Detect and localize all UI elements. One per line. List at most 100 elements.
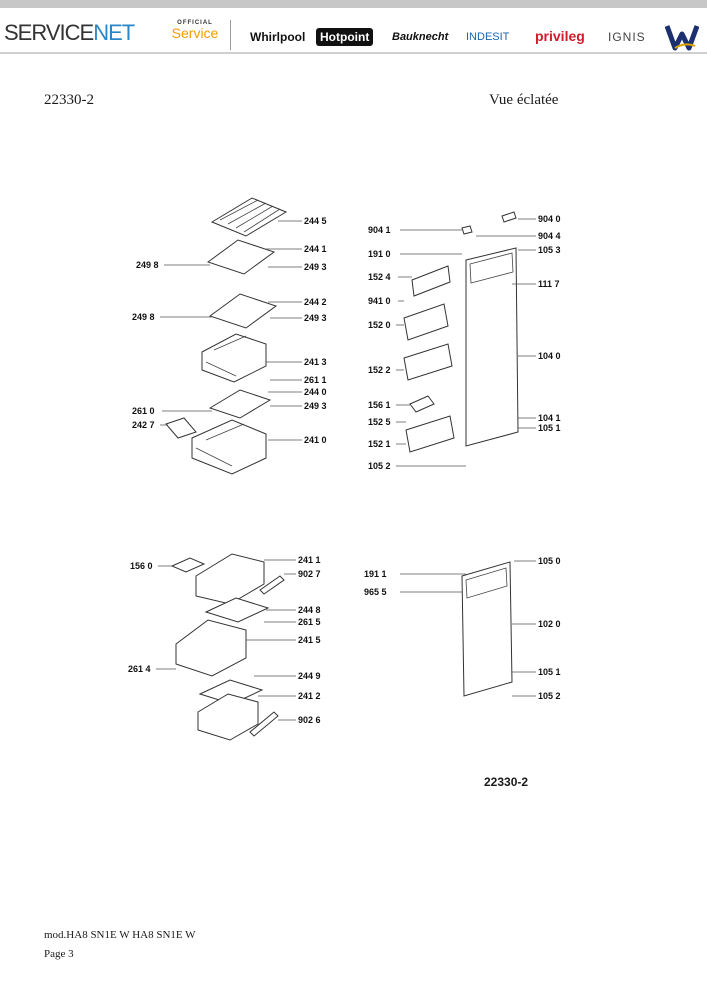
part-label: 156 1 <box>368 400 391 410</box>
part-label: 152 1 <box>368 439 391 449</box>
flap-part <box>165 417 197 439</box>
part-label: 191 0 <box>368 249 391 259</box>
door-gasket-detail <box>469 252 514 284</box>
servicenet-logo-service: SERVICE <box>4 20 94 45</box>
door-balcony-part <box>403 343 453 381</box>
part-label: 244 9 <box>298 671 321 681</box>
part-label: 249 8 <box>136 260 159 270</box>
large-drawer-detail <box>195 423 245 467</box>
brand-whirlpool-logo: Whirlpool <box>250 30 306 44</box>
fridge-door-group: 904 0 904 1 904 4 191 0 105 3 152 4 111 … <box>368 211 561 471</box>
part-label: 105 1 <box>538 667 561 677</box>
part-label: 904 4 <box>538 231 561 241</box>
part-label: 261 1 <box>304 375 327 385</box>
part-label: 241 3 <box>304 357 327 367</box>
part-label: 241 2 <box>298 691 321 701</box>
brand-bauknecht-logo: Bauknecht <box>392 31 449 43</box>
part-label: 244 8 <box>298 605 321 615</box>
part-label: 249 3 <box>304 262 327 272</box>
drawer-part <box>201 333 267 383</box>
part-label: 241 0 <box>304 435 327 445</box>
part-label: 904 1 <box>368 225 391 235</box>
bottle-rack-part <box>210 197 288 237</box>
part-label: 941 0 <box>368 296 391 306</box>
shelves-drawers-group: 244 5 244 1 249 8 249 3 244 2 249 8 249 … <box>132 197 327 475</box>
brand-divider <box>230 20 231 50</box>
door-balcony-part <box>403 303 449 341</box>
leader-lines-group-2 <box>396 218 536 467</box>
official-label: OFFICIAL <box>177 20 213 26</box>
diagram-caption: 22330-2 <box>484 775 529 789</box>
official-service-logo: OFFICIAL Service <box>168 20 222 40</box>
part-label: 244 5 <box>304 216 327 226</box>
brand-header: SERVICENET OFFICIAL Service Whirlpool Ho… <box>0 8 707 54</box>
freezer-shelf-part <box>204 597 270 623</box>
part-label: 904 0 <box>538 214 561 224</box>
part-label: 261 5 <box>298 617 321 627</box>
part-label: 102 0 <box>538 619 561 629</box>
freezer-drawers-group: 241 1 156 0 902 7 244 8 261 5 241 5 261 … <box>128 553 321 741</box>
brand-w-logo-icon <box>665 25 699 51</box>
part-label: 105 0 <box>538 556 561 566</box>
part-label: 242 7 <box>132 420 155 430</box>
freezer-flap-part <box>259 575 285 595</box>
leader-lines-group-1 <box>160 220 302 441</box>
document-code: 22330-2 <box>44 92 94 108</box>
part-label: 104 0 <box>538 351 561 361</box>
part-label: 152 2 <box>368 365 391 375</box>
door-panel-part <box>465 247 519 447</box>
part-label: 249 3 <box>304 401 327 411</box>
leader-lines-group-4 <box>400 560 536 697</box>
door-hinge-part <box>461 225 473 235</box>
part-label: 244 1 <box>304 244 327 254</box>
part-label: 249 3 <box>304 313 327 323</box>
part-label: 104 1 <box>538 413 561 423</box>
freezer-drawer-part <box>195 553 265 605</box>
part-label: 244 0 <box>304 387 327 397</box>
part-label: 902 7 <box>298 569 321 579</box>
part-label: 261 0 <box>132 406 155 416</box>
part-label: 152 0 <box>368 320 391 330</box>
freezer-drawer-part-2 <box>175 619 247 677</box>
part-label: 244 2 <box>304 297 327 307</box>
egg-tray-part <box>409 395 435 413</box>
freezer-flap-part-2 <box>249 711 279 737</box>
brand-privileg-logo: privileg <box>535 28 585 44</box>
part-label: 105 3 <box>538 245 561 255</box>
part-label: 152 4 <box>368 272 391 282</box>
page-number: Page 3 <box>44 948 74 960</box>
door-balcony-part <box>405 415 455 453</box>
part-label: 261 4 <box>128 664 151 674</box>
servicenet-logo-net: NET <box>93 20 135 45</box>
part-label: 241 5 <box>298 635 321 645</box>
part-label: 902 6 <box>298 715 321 725</box>
part-label: 241 1 <box>298 555 321 565</box>
part-label: 965 5 <box>364 587 387 597</box>
part-label: 249 8 <box>132 312 155 322</box>
servicenet-logo: SERVICENET <box>4 20 135 46</box>
brand-ignis-logo: IGNIS <box>608 30 646 44</box>
door-balcony-part <box>411 265 451 297</box>
part-label: 105 2 <box>368 461 391 471</box>
freezer-door-panel-part <box>461 561 513 697</box>
bottle-rack-wires <box>219 199 281 233</box>
drawer-part-detail <box>205 335 247 377</box>
glass-shelf-part-2 <box>208 293 278 329</box>
top-gray-band <box>0 0 707 8</box>
shelf-part <box>208 389 272 419</box>
leader-lines-group-3 <box>156 559 296 721</box>
freezer-drawer-part-3 <box>197 693 259 741</box>
ice-tray-part <box>170 557 206 573</box>
part-label: 105 2 <box>538 691 561 701</box>
part-label: 156 0 <box>130 561 153 571</box>
part-label: 105 1 <box>538 423 561 433</box>
view-title: Vue éclatée <box>489 92 559 108</box>
brand-indesit-logo: INDESIT <box>466 31 510 43</box>
glass-shelf-part <box>206 239 276 275</box>
model-line: mod.HA8 SN1E W HA8 SN1E W <box>44 929 196 941</box>
freezer-door-group: 191 1 105 0 965 5 102 0 105 1 105 2 <box>364 556 561 701</box>
door-hinge-part <box>501 211 517 223</box>
large-drawer-part <box>191 419 267 475</box>
part-label: 111 7 <box>538 279 560 289</box>
